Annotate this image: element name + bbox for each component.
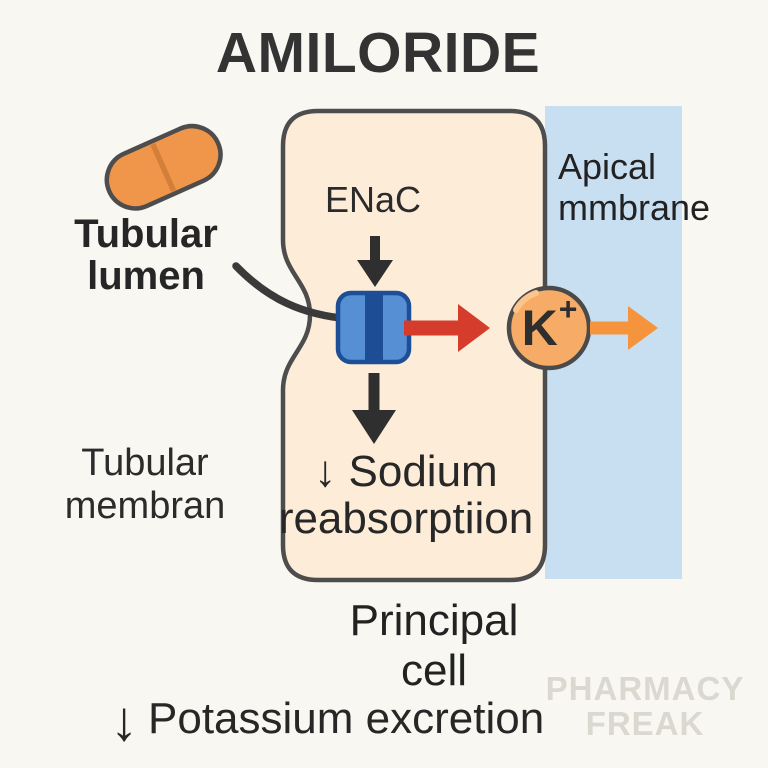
ion-channel-icon — [335, 290, 412, 365]
watermark: PHARMACY FREAK — [546, 671, 745, 741]
capsule-pill-icon — [104, 123, 223, 211]
sodium-reabsorption-label: ↓ Sodium reabsorptiion — [279, 448, 533, 542]
page-title: AMILORIDE — [215, 21, 541, 85]
channel-gate-stripe — [365, 294, 383, 361]
apical-membrane-line2: mmbrane — [558, 187, 711, 228]
down-arrow-glyph: ↓ — [110, 689, 138, 752]
enac-label: ENaC — [324, 179, 422, 220]
tubular-lumen-line1: Tubular — [74, 212, 218, 256]
principal-cell-label: Principal cell — [350, 596, 519, 696]
down-arrow-icon — [357, 236, 393, 287]
potassium-charge: + — [558, 291, 578, 327]
tubular-membrane-label: Tubular membran — [65, 442, 226, 528]
watermark-line1: PHARMACY — [545, 670, 745, 707]
down-arrow-icon — [352, 373, 396, 444]
right-arrow-red-icon — [404, 304, 490, 352]
right-arrow-orange-icon — [590, 306, 658, 350]
tubular-lumen-line2: lumen — [87, 254, 205, 298]
sodium-reabsorption-line2: reabsorptiion — [278, 494, 534, 543]
pill-score-line — [150, 143, 177, 192]
potassium-symbol: K — [521, 300, 558, 356]
tubular-membrane-line2: membran — [64, 485, 226, 527]
potassium-ion-label: K + — [521, 293, 578, 356]
ion-highlight — [513, 290, 539, 313]
potassium-excretion-text: Potassium excretion — [148, 694, 545, 743]
principal-cell-line1: Principal — [349, 596, 519, 645]
potassium-ion-icon — [506, 285, 592, 371]
tubular-lumen-label: Tubular lumen — [74, 213, 218, 297]
tubular-membrane-line1: Tubular — [81, 442, 209, 484]
apical-membrane-line1: Apical — [558, 146, 657, 187]
watermark-line2: FREAK — [585, 705, 705, 742]
potassium-excretion-label: ↓ Potassium excretion — [110, 689, 545, 752]
apical-membrane-label: Apical mmbrane — [558, 146, 710, 228]
curved-pointer-line — [232, 262, 354, 323]
principal-cell-line2: cell — [400, 646, 468, 695]
sodium-reabsorption-line1: ↓ Sodium — [314, 447, 498, 496]
